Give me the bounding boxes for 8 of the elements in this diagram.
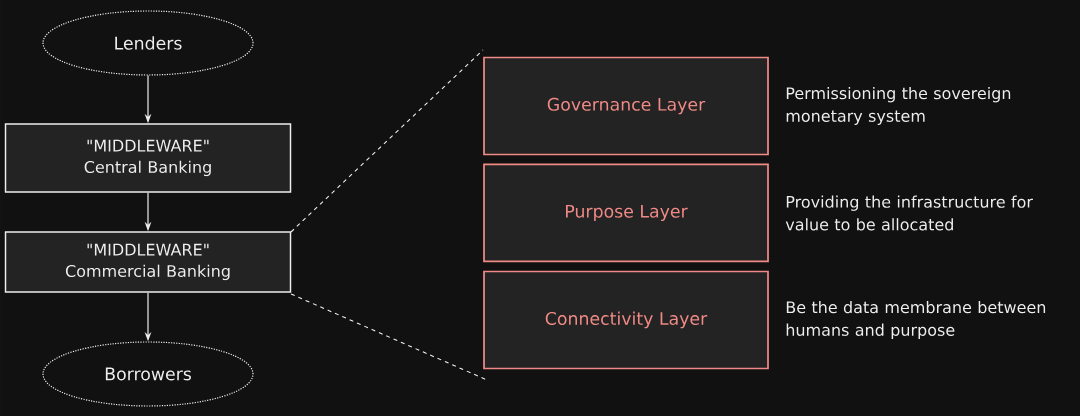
description-text: Be the data membrane between humans and purpose xyxy=(786,300,1046,340)
layer-box: Connectivity Layer xyxy=(483,270,769,370)
description-text: Providing the infrastructure for value to be allocated xyxy=(785,195,1033,231)
description-text: Permissioning the sovereign monetary system xyxy=(786,86,1011,126)
layer-box: Purpose Layer xyxy=(483,163,769,263)
hatched-box: "MIDDLEWARE" Commercial Banking xyxy=(4,231,292,293)
hatched-box: "MIDDLEWARE" Central Banking xyxy=(4,123,292,193)
layer-box: Governance Layer xyxy=(483,56,769,156)
